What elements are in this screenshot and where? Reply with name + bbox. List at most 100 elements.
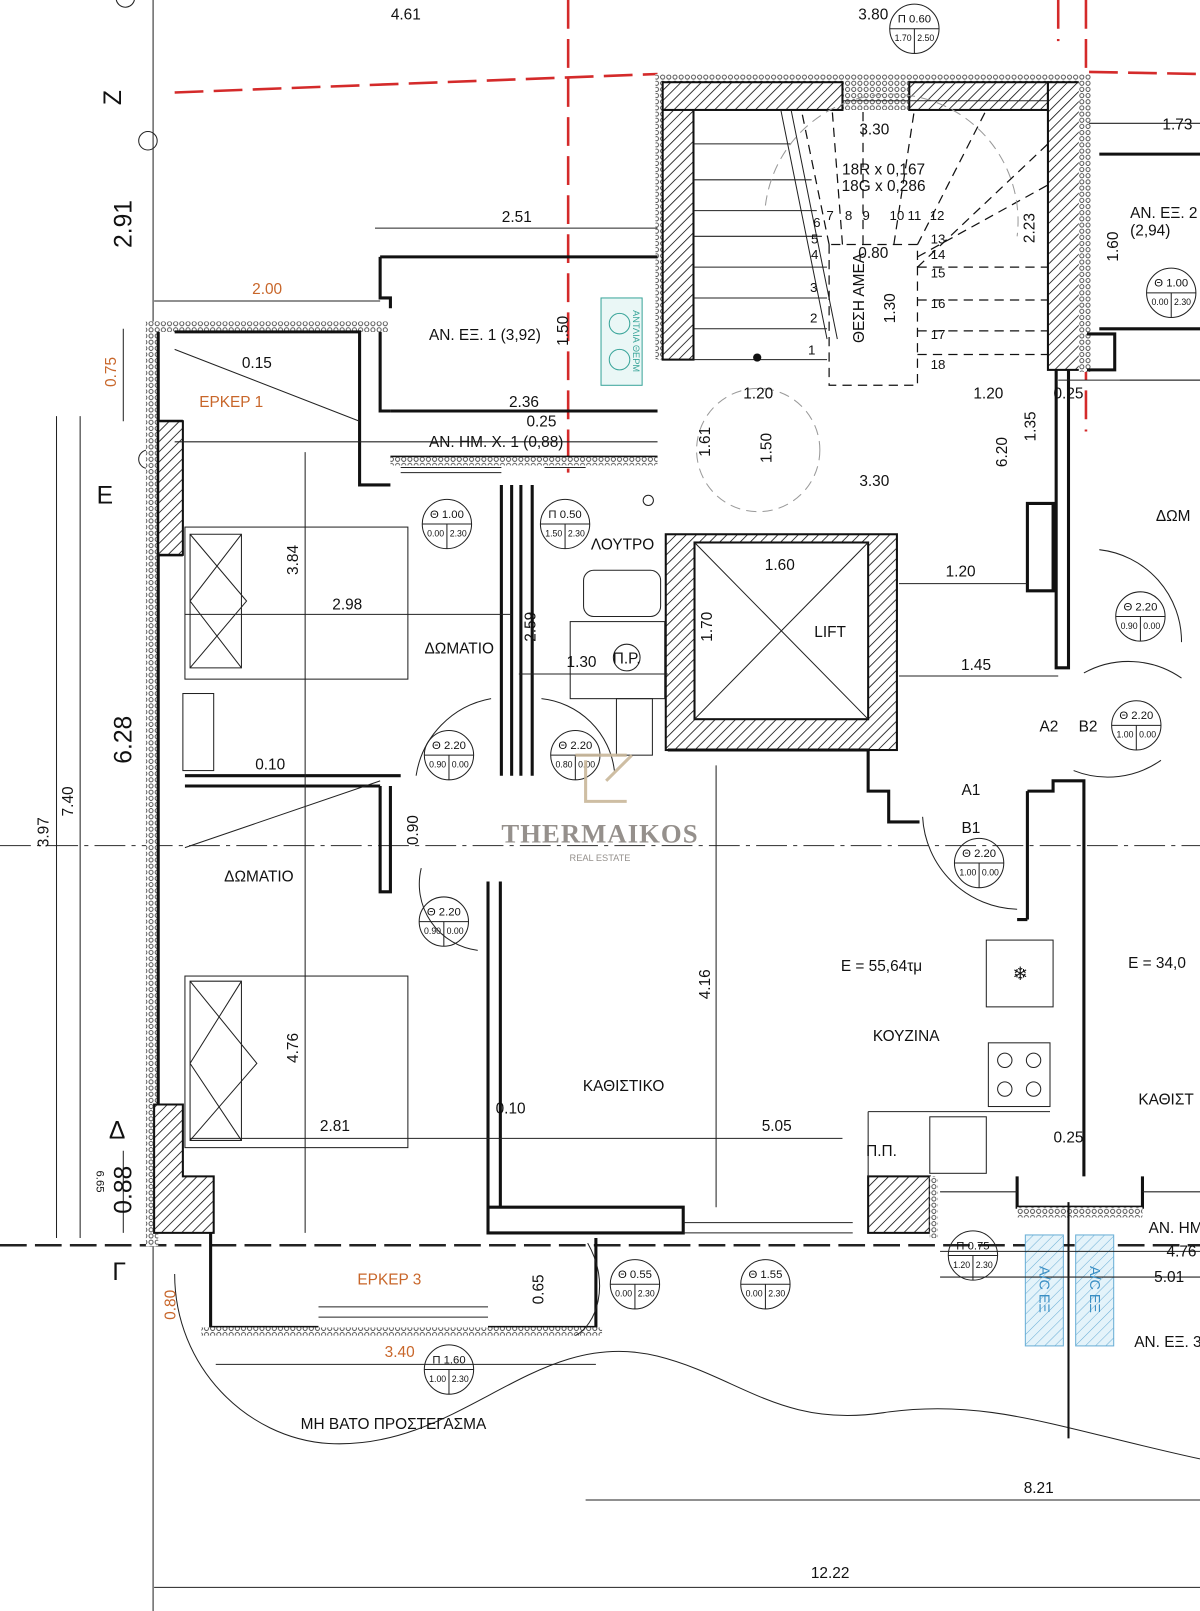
dimension-label: 0.10: [496, 1101, 526, 1118]
axis-label: 3.97: [35, 817, 52, 847]
tag-divider: [424, 754, 474, 780]
stair-step-number: 3: [810, 280, 817, 295]
opening-type: Θ 2.20: [432, 740, 466, 752]
watermark-name: THERMAIKOS: [501, 818, 698, 848]
axis-label: Δ: [109, 1117, 125, 1144]
dimension-label: 0.25: [1053, 1129, 1083, 1146]
bedroom-1-label: ΔΩΜΑΤΙΟ: [425, 640, 494, 657]
furniture: ❄: [55, 100, 1200, 1588]
opening-type: Θ 1.55: [748, 1269, 782, 1281]
bed-1: [184, 526, 409, 680]
room-labels: ΕΡΚΕΡ 1 ΔΩΜΑΤΙΟ ΛΟΥΤΡΟ Π.Ρ. ΔΩΜΑΤΙΟ ΚΑΘΙ…: [199, 162, 1200, 1433]
dimension-label: 12.22: [811, 1565, 850, 1582]
stair-step-number: 10: [889, 208, 904, 223]
stair-step-number: 16: [931, 296, 946, 311]
opening-height: 0.00: [1139, 730, 1156, 740]
dimension-label: 1.20: [973, 386, 1003, 403]
opening-sill: 1.00: [959, 867, 976, 877]
ac-unit-2: [1075, 1234, 1115, 1347]
dimension-label: 5.01: [1154, 1269, 1184, 1286]
opening-height: 2.30: [568, 528, 585, 538]
dimension-label: 8.21: [1024, 1480, 1054, 1497]
dimension-label: 4.76: [285, 1033, 302, 1063]
opening-height: 2.30: [638, 1289, 655, 1299]
neighbor-area-label: E = 34,0: [1128, 955, 1186, 972]
tag-divider: [740, 1283, 791, 1309]
walls: [145, 73, 1200, 1460]
opening-sill: 0.00: [1151, 297, 1168, 307]
tag-divider: [1146, 292, 1196, 318]
neighbor-living-label: ΚΑΘΙΣΤ: [1138, 1091, 1194, 1108]
stair-step-number: 13: [931, 232, 946, 247]
opening-tag: Θ 2.20 1.00 0.00: [1111, 700, 1162, 751]
open-space-2-label: ΑΝ. ΕΞ. 2: [1130, 205, 1197, 222]
opening-height: 2.30: [452, 1374, 469, 1384]
axis-label: 6.65: [94, 1171, 106, 1193]
tag-divider: [422, 523, 472, 549]
dimension-label: 4.76: [1167, 1244, 1197, 1261]
tag-divider: [954, 862, 1004, 888]
tag-divider: [540, 523, 590, 549]
opening-sill: 0.80: [556, 759, 573, 769]
dimension-label: 0.80: [858, 245, 888, 262]
opening-type: Θ 1.00: [430, 509, 464, 521]
kitchen-sink: [929, 1116, 987, 1174]
opening-sill: 1.00: [1117, 730, 1134, 740]
dimension-label: 0.65: [530, 1274, 547, 1304]
stair-step-number: 6: [813, 215, 820, 230]
dimension-label: 2.00: [252, 281, 282, 298]
dimension-label: 0.10: [255, 757, 285, 774]
dimension-label: 1.30: [882, 293, 899, 323]
opening-type: Θ 2.20: [1119, 710, 1153, 722]
pr-label: Π.Ρ.: [613, 651, 641, 668]
dimension-label: 0.90: [405, 815, 422, 845]
opening-sill: 0.00: [615, 1289, 632, 1299]
open-space-1-label: ΑΝ. ΕΞ. 1 (3,92): [429, 327, 541, 344]
opening-sill: 0.00: [427, 528, 444, 538]
dimension-label: 1.35: [1023, 411, 1040, 441]
dimension-label: 2.36: [509, 394, 539, 411]
tag-divider: [424, 1369, 474, 1395]
opening-height: 0.00: [982, 867, 999, 877]
door-b1-label: B1: [961, 820, 980, 837]
ac-unit-1: [1024, 1234, 1064, 1347]
fridge: [985, 939, 1054, 1008]
door-a1-label: A1: [961, 782, 980, 799]
lift-label: LIFT: [814, 624, 846, 641]
heat-pump-label: ΑΝΤΛΙΑ ΘΕΡΜ: [631, 310, 641, 372]
stair-step-number: 9: [862, 208, 869, 223]
axis-label: Z: [100, 90, 127, 105]
axis-label: Γ: [112, 1259, 126, 1286]
opening-type: Θ 2.20: [962, 848, 996, 860]
dimension-label: 3.30: [859, 122, 889, 139]
dimension-label: 6.20: [994, 437, 1011, 467]
ac-2-label: A/C ΕΞ: [1086, 1266, 1102, 1313]
axis-label: 2.91: [111, 200, 138, 248]
opening-sill: 0.90: [1121, 621, 1138, 631]
kitchen-label: ΚΟΥΖΙΝΑ: [873, 1028, 940, 1045]
dimension-label: 1.50: [555, 316, 572, 346]
neighbor-room-label: ΔΩΜ: [1156, 508, 1191, 525]
tag-divider: [1115, 615, 1166, 642]
opening-height: 0.00: [1143, 621, 1160, 631]
sink: [615, 698, 653, 756]
tag-divider: [1111, 724, 1161, 751]
opening-sill: 0.90: [429, 759, 446, 769]
open-space-2-area: (2,94): [1130, 222, 1170, 239]
axis-label: E: [97, 482, 113, 509]
axis-label: 6.28: [111, 716, 138, 764]
disabled-spot-label: ΘΕΣΗ ΑΜΕΑ: [851, 252, 868, 343]
opening-type: Π 0.50: [548, 509, 581, 521]
tag-divider: [948, 1254, 998, 1281]
